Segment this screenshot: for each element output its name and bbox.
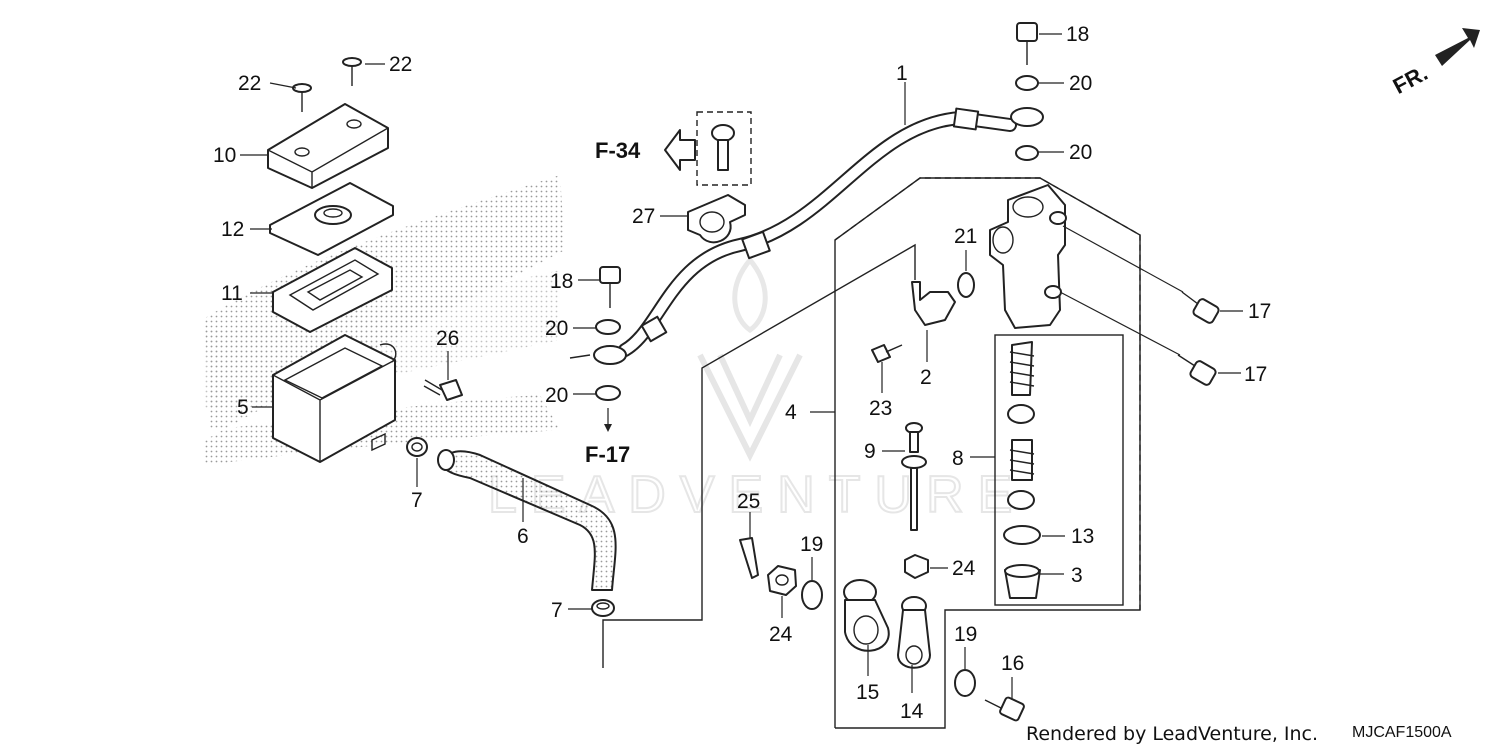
banjo-fitting-right: [1010, 107, 1044, 127]
spring-kit-lower: [1011, 439, 1033, 481]
label-part-22-left: 22: [238, 72, 261, 95]
front-direction-arrow: [1435, 28, 1480, 66]
front-label: FR.: [1389, 60, 1432, 99]
washer-20-top-b: [1015, 145, 1039, 161]
screw-22-right: [342, 57, 362, 86]
label-part-24-left: 24: [769, 623, 793, 646]
o-ring-21: [957, 272, 975, 298]
label-part-17-lower: 17: [1244, 363, 1267, 386]
label-part-27: 27: [632, 205, 655, 228]
reference-f34[interactable]: F-34: [595, 138, 641, 163]
washer-20-left-top: [595, 319, 621, 335]
cup-upper: [1007, 404, 1035, 424]
label-part-20-left-b: 20: [545, 384, 568, 407]
joint-14: [897, 596, 931, 669]
watermark-flame: [732, 256, 768, 334]
leader-lines: [240, 33, 1243, 700]
label-part-15: 15: [856, 681, 879, 704]
label-part-3: 3: [1071, 564, 1083, 587]
bolt-16: [984, 696, 1025, 722]
label-part-20-top-a: 20: [1069, 72, 1092, 95]
f34-bolt: [711, 124, 735, 171]
label-part-11: 11: [221, 282, 243, 305]
washer-19-left: [801, 580, 823, 610]
label-part-6: 6: [517, 525, 529, 548]
nut-24-left: [767, 565, 797, 596]
label-part-7-bottom: 7: [551, 599, 563, 622]
label-part-7-top: 7: [411, 489, 423, 512]
spring-kit-box: [994, 334, 1124, 606]
nut-24-center: [904, 554, 929, 579]
f34-bolt-box: [696, 111, 752, 186]
label-part-9: 9: [864, 440, 876, 463]
clamp-7-top: [406, 437, 428, 457]
bolt-17-lower: [1177, 354, 1217, 386]
bolt-18-top: [1016, 22, 1038, 65]
label-part-20-left-a: 20: [545, 317, 568, 340]
reservoir-hose: [439, 450, 617, 591]
push-rod: [901, 422, 927, 531]
washer-20-top-a: [1015, 75, 1039, 91]
banjo-fitting-left: [593, 345, 627, 365]
group-outline-left: [602, 243, 916, 668]
label-part-4: 4: [785, 401, 797, 424]
washer-19-right: [954, 669, 976, 697]
reservoir-cap: [267, 103, 389, 189]
diagram-code: MJCAF1500A: [1352, 724, 1452, 741]
reservoir-body: [272, 334, 396, 463]
label-part-23: 23: [869, 397, 892, 420]
label-part-24-center: 24: [952, 557, 976, 580]
washer-20-left-bottom: [595, 385, 621, 401]
label-part-14: 14: [900, 700, 924, 723]
group-outline-dashed: [834, 177, 1141, 610]
hose-clamp-27: [687, 194, 746, 244]
label-part-10: 10: [213, 144, 236, 167]
watermark-logo: [697, 353, 803, 462]
label-part-17-upper: 17: [1248, 300, 1271, 323]
cotter-pin: [739, 537, 759, 579]
label-part-5: 5: [237, 396, 249, 419]
cup-lower: [1007, 490, 1035, 510]
bolt-26: [423, 379, 463, 401]
joint-15: [843, 579, 890, 652]
label-part-21: 21: [954, 225, 977, 248]
inlet-fitting: [911, 281, 956, 326]
label-part-16: 16: [1001, 652, 1024, 675]
rendered-by-credit: Rendered by LeadVenture, Inc.: [1026, 723, 1318, 745]
snap-ring-13: [1003, 525, 1041, 545]
clamp-7-bottom: [591, 599, 615, 617]
label-part-19-left: 19: [800, 533, 823, 556]
reference-f17[interactable]: F-17: [585, 442, 630, 467]
part-labels: 1 2 3 4 5 6 7 7 8 9 10 11 12 13 14 15 16…: [213, 23, 1271, 723]
f34-arrow: [664, 129, 696, 171]
label-part-13: 13: [1071, 525, 1094, 548]
label-part-1: 1: [896, 62, 908, 85]
label-part-8: 8: [952, 447, 964, 470]
label-part-22-right: 22: [389, 53, 412, 76]
label-part-20-top-b: 20: [1069, 141, 1092, 164]
bolt-17-upper: [1181, 291, 1220, 324]
bolt-18-left: [599, 266, 621, 308]
label-part-18-top: 18: [1066, 23, 1089, 46]
reservoir-diaphragm: [272, 247, 393, 333]
label-part-18-left: 18: [550, 270, 573, 293]
label-part-2: 2: [920, 366, 932, 389]
spring-kit-upper: [1011, 341, 1033, 396]
screw-22-left: [292, 83, 312, 112]
label-part-26: 26: [436, 327, 459, 350]
label-part-12: 12: [221, 218, 244, 241]
label-part-25: 25: [737, 490, 760, 513]
screw-23: [871, 344, 903, 363]
label-part-19-right: 19: [954, 623, 977, 646]
master-cylinder-body: [989, 184, 1066, 329]
